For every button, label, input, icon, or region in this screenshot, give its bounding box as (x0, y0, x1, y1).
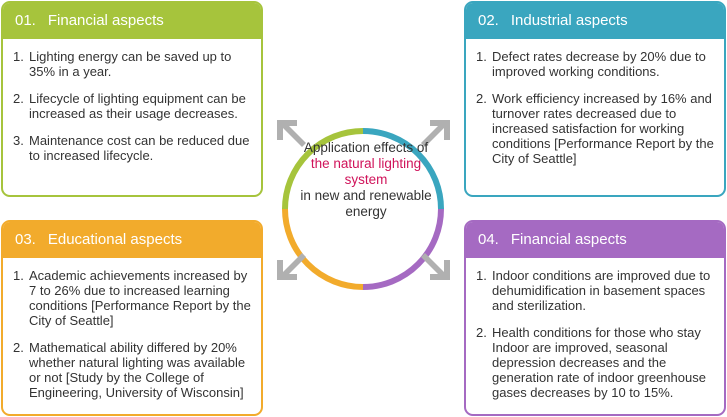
center-highlight: the natural lighting system (310, 156, 422, 187)
card-list: 1. Indoor conditions are improved due to … (466, 258, 724, 400)
card-header: 03. Educational aspects (3, 222, 261, 258)
arrow-icon-bottom-right (421, 253, 450, 280)
item-number: 2. (476, 91, 487, 106)
card-title: Industrial aspects (510, 12, 628, 29)
card-number: 03. (15, 231, 36, 248)
card-header: 01. Financial aspects (3, 3, 261, 39)
card-list: 1. Defect rates decrease by 20% due to im… (466, 39, 724, 166)
card-financial-aspects-2: 04. Financial aspects 1. Indoor conditions… (464, 220, 726, 416)
item-text: Lifecycle of lighting equipment can be i… (29, 91, 246, 121)
item-text: Defect rates decrease by 20% due to impr… (492, 49, 706, 79)
list-item: 2. Health conditions for those who stay I… (476, 325, 714, 400)
card-title: Financial aspects (47, 12, 164, 29)
item-text: Indoor conditions are improved due to de… (492, 268, 711, 313)
ring-segment-orange (282, 208, 364, 290)
item-number: 2. (476, 325, 487, 340)
item-text: Maintenance cost can be reduced due to i… (29, 133, 250, 163)
list-item: 1. Academic achievements increased by 7 t… (13, 268, 251, 328)
card-header: 02. Industrial aspects (466, 3, 724, 39)
item-text: Health conditions for those who stay Ind… (492, 325, 706, 400)
card-title: Financial aspects (510, 231, 627, 248)
item-text: Mathematical ability differed by 20% whe… (29, 340, 246, 400)
card-number: 04. (478, 231, 499, 248)
arrow-icon-bottom-left (277, 253, 306, 280)
list-item: 1. Defect rates decrease by 20% due to im… (476, 49, 714, 79)
list-item: 2. Work efficiency increased by 16% and t… (476, 91, 714, 166)
item-number: 1. (13, 49, 24, 64)
center-line-3: in new and renewable energy (300, 188, 432, 219)
item-number: 2. (13, 91, 24, 106)
center-caption: Application effects of the natural light… (288, 140, 444, 220)
item-text: Lighting energy can be saved up to 35% i… (29, 49, 232, 79)
card-list: 1. Academic achievements increased by 7 t… (3, 258, 261, 400)
ring-segment-purple (362, 208, 444, 290)
card-list: 1. Lighting energy can be saved up to 35%… (3, 39, 261, 163)
list-item: 1. Lighting energy can be saved up to 35%… (13, 49, 251, 79)
item-text: Academic achievements increased by 7 to … (29, 268, 251, 328)
card-header: 04. Financial aspects (466, 222, 724, 258)
item-number: 1. (476, 268, 487, 283)
item-text: Work efficiency increased by 16% and tur… (492, 91, 714, 166)
item-number: 1. (13, 268, 24, 283)
item-number: 3. (13, 133, 24, 148)
item-number: 2. (13, 340, 24, 355)
card-title: Educational aspects (47, 231, 183, 248)
card-educational-aspects: 03. Educational aspects 1. Academic achiev… (1, 220, 263, 416)
list-item: 2. Mathematical ability differed by 20% w… (13, 340, 251, 400)
card-number: 02. (478, 12, 499, 29)
card-industrial-aspects: 02. Industrial aspects 1. Defect rates dec… (464, 1, 726, 197)
center-line-1: Application effects of (303, 140, 429, 155)
card-financial-aspects: 01. Financial aspects 1. Lighting energy c… (1, 1, 263, 197)
list-item: 2. Lifecycle of lighting equipment can be… (13, 91, 251, 121)
list-item: 3. Maintenance cost can be reduced due to… (13, 133, 251, 163)
list-item: 1. Indoor conditions are improved due to … (476, 268, 714, 313)
item-number: 1. (476, 49, 487, 64)
card-number: 01. (15, 12, 36, 29)
